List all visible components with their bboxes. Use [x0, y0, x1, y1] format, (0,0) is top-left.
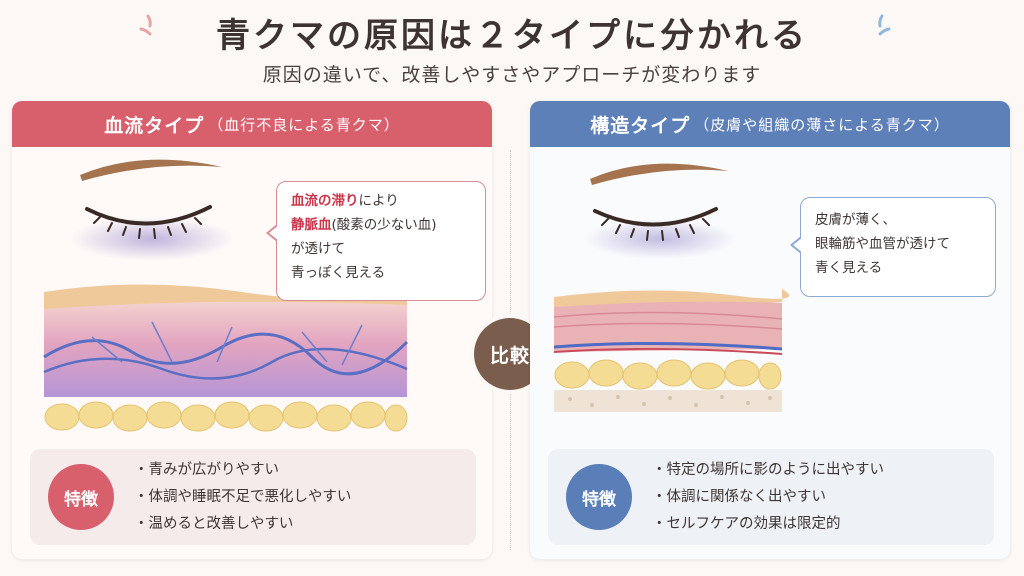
skin-cross-section — [43, 284, 409, 432]
blood-flow-illustration — [43, 159, 409, 432]
bubble-text: 青く見える — [815, 260, 883, 276]
eyebrow — [80, 159, 222, 181]
structural-type-title: 構造タイプ — [590, 114, 691, 137]
structural-type-panel: 構造タイプ （皮膚や組織の薄さによる青クマ） — [530, 101, 1010, 559]
sparkle-decoration-left-icon — [138, 12, 168, 46]
page-title: 青クマの原因は２タイプに分かれる — [216, 16, 808, 56]
features-badge: 特徴 — [566, 464, 632, 530]
blood-flow-type-title: 血流タイプ — [104, 114, 205, 137]
blood-flow-explanation-bubble: 血流の滞りにより 静脈血(酸素の少ない血) が透けて 青っぽく見える — [266, 181, 486, 301]
list-item: 体調や睡眠不足で悪化しやすい — [134, 484, 352, 511]
structural-feature-list: 特定の場所に影のように出やすい 体調に関係なく出やすい セルフケアの効果は限定的 — [652, 457, 885, 538]
blood-flow-type-subtitle: （血行不良による青クマ） — [208, 115, 400, 134]
structural-type-header: 構造タイプ （皮膚や組織の薄さによる青クマ） — [530, 101, 1010, 147]
list-item: セルフケアの効果は限定的 — [652, 511, 884, 538]
eyebrow — [590, 163, 728, 185]
bubble-text: (酸素の少ない血) — [331, 217, 437, 233]
bubble-text: により — [358, 193, 399, 209]
list-item: 特定の場所に影のように出やすい — [652, 457, 885, 484]
highlight-venous-blood: 静脈血 — [291, 217, 332, 233]
sparkle-decoration-right-icon — [862, 12, 892, 46]
bubble-text: 眼輪筋や血管が透けて — [815, 236, 950, 252]
list-item: 体調に関係なく出やすい — [652, 484, 884, 511]
bubble-text: 青っぽく見える — [291, 265, 386, 281]
structural-explanation-bubble: 皮膚が薄く、 眼輪筋や血管が透けて 青く見える — [790, 197, 996, 297]
blood-flow-feature-list: 青みが広がりやすい 体調や睡眠不足で悪化しやすい 温めると改善しやすい — [134, 457, 352, 538]
structural-features-box: 特徴 特定の場所に影のように出やすい 体調に関係なく出やすい セルフケアの効果は… — [548, 449, 994, 545]
list-item: 青みが広がりやすい — [134, 457, 351, 484]
list-item: 温めると改善しやすい — [134, 511, 351, 538]
under-eye-shadow — [70, 217, 234, 261]
bubble-text: 皮膚が薄く、 — [815, 212, 896, 228]
highlight-blood-stagnation: 血流の滞り — [291, 193, 359, 209]
page-subtitle: 原因の違いで、改善しやすさやアプローチが変わります — [262, 64, 762, 86]
structural-illustration — [553, 163, 790, 412]
blood-flow-features-box: 特徴 青みが広がりやすい 体調や睡眠不足で悪化しやすい 温めると改善しやすい — [30, 449, 476, 545]
blood-flow-type-header: 血流タイプ （血行不良による青クマ） — [12, 101, 492, 147]
closed-eye — [593, 207, 718, 241]
blood-flow-type-panel: 血流タイプ （血行不良による青クマ） — [12, 101, 492, 559]
thin-skin-cross-section — [553, 289, 790, 412]
bubble-text: が透けて — [291, 241, 345, 257]
structural-type-subtitle: （皮膚や組織の薄さによる青クマ） — [694, 115, 950, 134]
under-eye-shadow — [584, 219, 736, 259]
features-badge: 特徴 — [48, 464, 114, 530]
closed-eye — [85, 205, 212, 239]
